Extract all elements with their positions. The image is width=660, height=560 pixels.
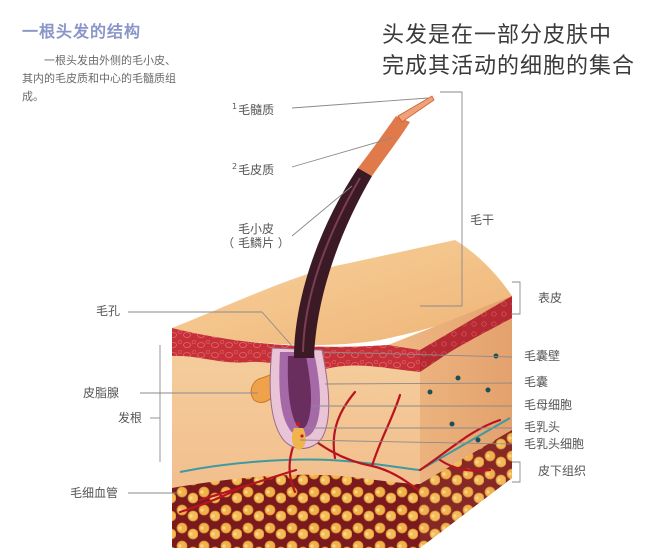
label-epidermis: 表皮 xyxy=(538,291,563,305)
hair-shaft-body xyxy=(294,168,372,358)
label-sebaceous-gland: 皮脂腺 xyxy=(83,386,120,400)
hair-medulla-tip xyxy=(397,95,435,123)
label-follicle: 毛囊 xyxy=(524,375,549,389)
label-pore: 毛孔 xyxy=(96,304,121,318)
label-capillary: 毛细血管 xyxy=(70,486,119,500)
title-line-2: 完成其活动的细胞的集合 xyxy=(382,54,636,79)
tissue-dots xyxy=(427,353,499,443)
epidermis-side xyxy=(420,296,512,372)
label-follicle-wall: 毛囊壁 xyxy=(524,349,561,363)
blood-vessels xyxy=(178,390,502,514)
intro-text: 一根头发由外侧的毛小皮、其内的毛皮质和中心的毛髓质组成。 xyxy=(22,54,176,103)
dermis-boundary-line xyxy=(179,417,511,473)
label-subcutaneous: 皮下组织 xyxy=(538,464,587,478)
label-matrix-cells: 毛母细胞 xyxy=(524,398,573,412)
hair-bulb-core xyxy=(287,356,311,429)
hair-tip xyxy=(358,116,410,176)
skin-top-surface xyxy=(172,240,512,346)
label-papilla: 毛乳头 xyxy=(524,420,561,434)
diagram-subtitle: 一根头发的结构 xyxy=(22,22,142,41)
label-hair-shaft: 毛干 xyxy=(470,213,495,227)
label-medulla: 1毛髓质 xyxy=(232,102,275,117)
papilla-vessel-dot xyxy=(300,434,304,438)
title-line-1: 头发是在一部分皮肤中 xyxy=(382,23,613,48)
label-cortex: 2毛皮质 xyxy=(232,162,275,177)
label-hair-root: 发根 xyxy=(118,411,143,425)
dermal-papilla xyxy=(291,428,306,450)
label-papilla-cells: 毛乳头细胞 xyxy=(524,437,585,451)
label-cuticle: 毛小皮 （ 毛鳞片 ） xyxy=(222,222,290,250)
subcutaneous-fat xyxy=(172,474,420,548)
page-title: 头发是在一部分皮肤中 完成其活动的细胞的集合 xyxy=(382,20,652,82)
leader-lines xyxy=(128,91,521,494)
subcutaneous-fat-side xyxy=(420,430,512,548)
hair-shaft-highlight xyxy=(302,177,361,353)
papilla-vessel-dot xyxy=(296,422,300,426)
